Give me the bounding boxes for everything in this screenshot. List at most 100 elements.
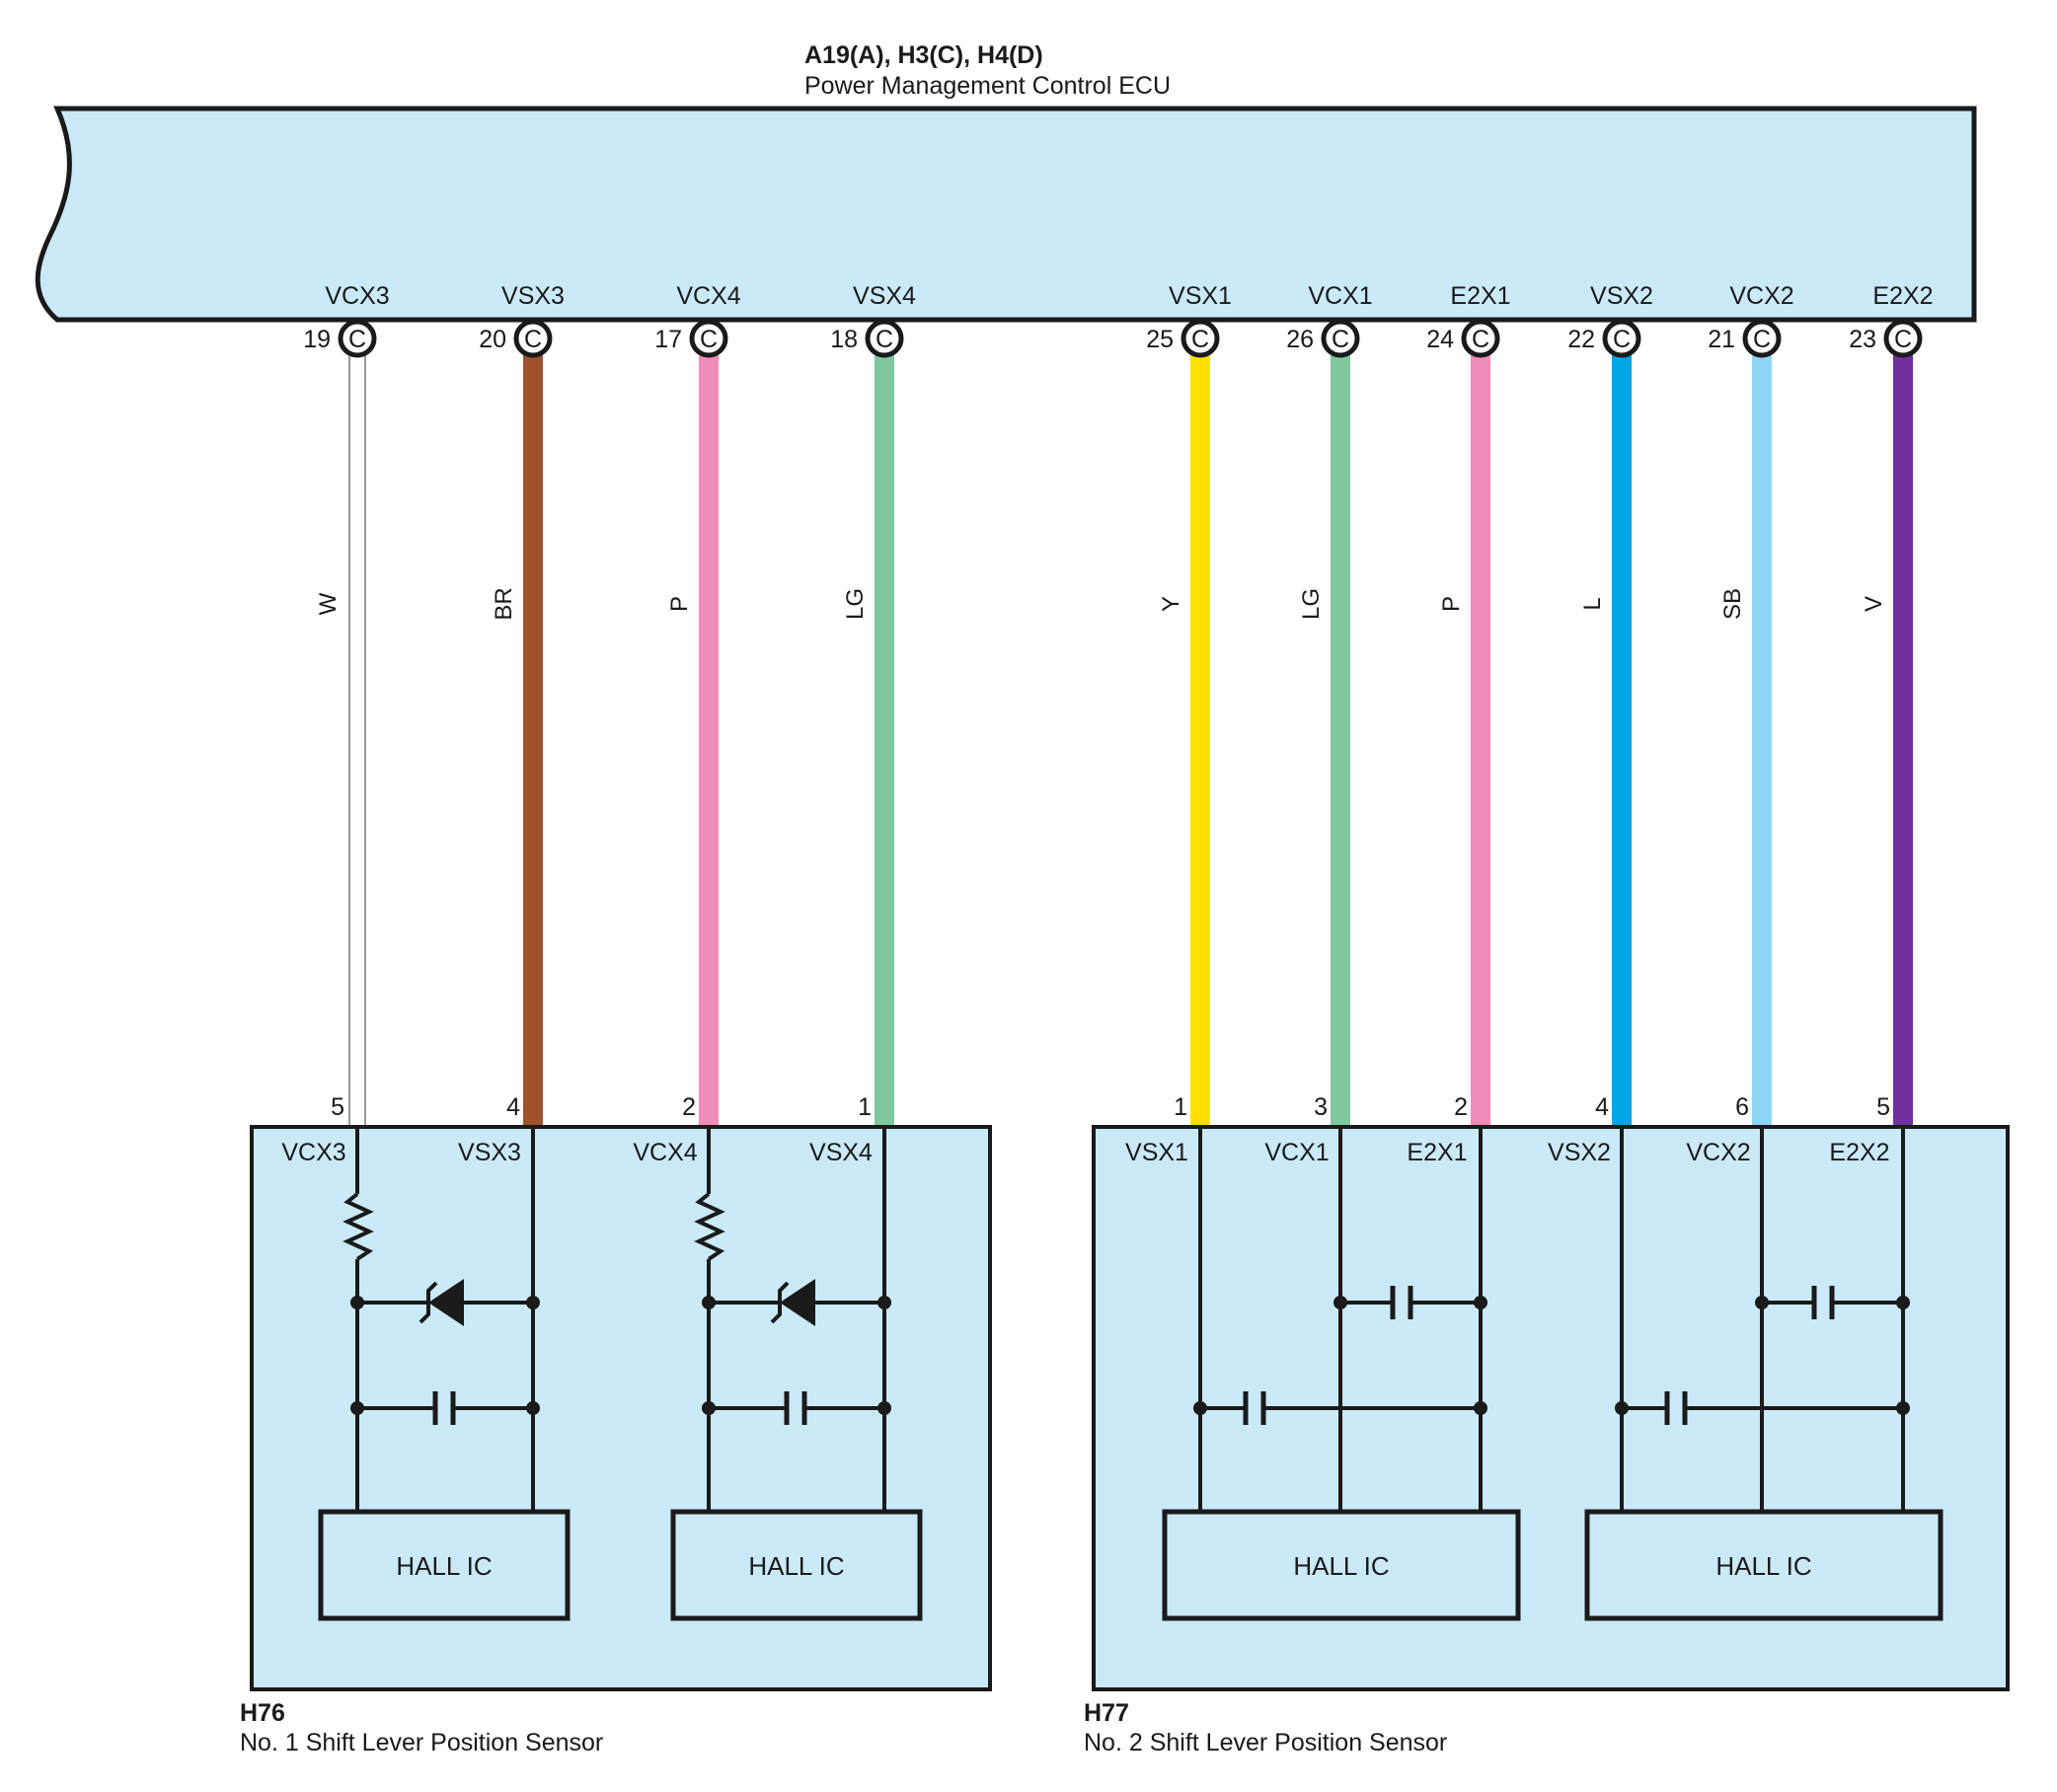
- ecu-pin-number: 17: [654, 326, 682, 353]
- sensor-terminal-label: VSX1: [1125, 1139, 1188, 1166]
- ecu-pin-number: 26: [1286, 326, 1314, 353]
- hall-ic-label: HALL IC: [396, 1551, 492, 1581]
- connector-c-icon: [689, 319, 728, 358]
- wire-vsx1: [1190, 353, 1210, 1127]
- ecu-terminals: VCX3 19 C VSX3 20 C VCX4 17 C VSX4 18 C VSX1 25 C VCX1 2…: [303, 282, 1934, 358]
- sensor-h77-circuit: [1162, 1127, 1943, 1621]
- sensor-terminal-label: VSX2: [1548, 1139, 1611, 1166]
- ecu-terminal-vsx4: VSX4: [853, 282, 916, 310]
- resistor-icon: [694, 1192, 725, 1261]
- wire-color-code: W: [315, 592, 342, 615]
- sensor-pin-number: 1: [858, 1093, 872, 1121]
- connector-c-icon: [865, 319, 904, 358]
- wire-color-code: Y: [1158, 596, 1184, 612]
- ecu-terminal-vcx2: VCX2: [1729, 282, 1793, 310]
- connector-c-icon: [1742, 319, 1782, 358]
- wire-color-code: BR: [491, 587, 517, 620]
- sensor-pin-number: 4: [506, 1093, 520, 1121]
- sensor-pin-number: 2: [682, 1093, 696, 1121]
- connector-letter: C: [1613, 326, 1631, 353]
- sensor-terminal-label: E2X1: [1407, 1139, 1467, 1166]
- zener-diode-icon: [780, 1279, 815, 1326]
- ecu-terminal-vcx4: VCX4: [676, 282, 740, 310]
- wire-vsx3: [523, 353, 543, 1127]
- connector-letter: C: [348, 326, 366, 353]
- sensor-pin-number: 5: [331, 1093, 344, 1121]
- connector-c-icon: [1602, 319, 1641, 358]
- resistor-icon: [343, 1192, 374, 1261]
- wire-vcx4: [699, 353, 719, 1127]
- connector-c-icon: [1321, 319, 1360, 358]
- wire-vsx2: [1612, 353, 1632, 1127]
- connector-c-icon: [1883, 319, 1923, 358]
- wire-vcx2: [1752, 353, 1772, 1127]
- sensor-h77-name: No. 2 Shift Lever Position Sensor: [1084, 1729, 1447, 1756]
- hall-ic-label: HALL IC: [1293, 1551, 1389, 1581]
- hall-ic-label: HALL IC: [748, 1551, 844, 1581]
- sensor-pin-number: 6: [1735, 1093, 1749, 1121]
- connector-c-icon: [1461, 319, 1500, 358]
- sensor-terminal-label: VCX4: [633, 1139, 697, 1166]
- ecu-pin-number: 22: [1567, 326, 1595, 353]
- connector-letter: C: [524, 326, 542, 353]
- connector-c-icon: [338, 319, 377, 358]
- wire-color-code: LG: [1298, 588, 1325, 620]
- wire-vsx4: [875, 353, 894, 1127]
- ecu-terminal-vsx3: VSX3: [501, 282, 565, 310]
- wire-color-code: P: [666, 596, 693, 612]
- connector-c-icon: [1181, 319, 1220, 358]
- wire-e2x1: [1471, 353, 1490, 1127]
- ecu-pin-number: 23: [1849, 326, 1876, 353]
- wire-vcx1: [1331, 353, 1350, 1127]
- ecu-pin-number: 20: [479, 326, 506, 353]
- connector-letter: C: [1472, 326, 1489, 353]
- sensor-pin-number: 4: [1595, 1093, 1609, 1121]
- ecu-body: [35, 106, 1977, 323]
- wire-harness: W BR P LG Y LG P L SB V: [315, 352, 1913, 1128]
- sensor-pin-number: 5: [1876, 1093, 1890, 1121]
- sensor-h76-circuit: [318, 1127, 923, 1621]
- sensor-h76-id: H76: [240, 1699, 285, 1727]
- connector-letter: C: [876, 326, 893, 353]
- sensor-terminal-label: VSX3: [458, 1139, 521, 1166]
- sensor-h76-name: No. 1 Shift Lever Position Sensor: [240, 1729, 603, 1756]
- wire-color-code: V: [1861, 596, 1887, 612]
- ecu-pin-number: 19: [303, 326, 331, 353]
- sensor-terminal-label: E2X2: [1829, 1139, 1889, 1166]
- connector-c-icon: [513, 319, 553, 358]
- ecu-terminal-vcx3: VCX3: [325, 282, 389, 310]
- connector-letter: C: [1191, 326, 1209, 353]
- connector-letter: C: [1753, 326, 1771, 353]
- ecu-terminal-vsx1: VSX1: [1169, 282, 1232, 310]
- connector-letter: C: [1332, 326, 1349, 353]
- sensor-terminal-label: VSX4: [809, 1139, 873, 1166]
- sensor-terminal-label: VCX3: [281, 1139, 345, 1166]
- connector-letter: C: [1894, 326, 1912, 353]
- ecu-pin-number: 24: [1426, 326, 1454, 353]
- sensor-pin-number: 2: [1454, 1093, 1468, 1121]
- hall-ic-label: HALL IC: [1715, 1551, 1811, 1581]
- wire-color-code: P: [1438, 596, 1465, 612]
- sensor-terminal-label: VCX2: [1686, 1139, 1750, 1166]
- sensor-terminal-label: VCX1: [1264, 1139, 1329, 1166]
- ecu-terminal-e2x1: E2X1: [1450, 282, 1510, 310]
- wire-color-code: LG: [842, 588, 869, 620]
- ecu-pin-number: 21: [1708, 326, 1735, 353]
- ecu-terminal-e2x2: E2X2: [1872, 282, 1933, 310]
- ecu-terminal-vcx1: VCX1: [1308, 282, 1372, 310]
- wire-color-code: SB: [1719, 588, 1746, 620]
- zener-diode-icon: [428, 1279, 464, 1326]
- sensor-h77-id: H77: [1084, 1699, 1129, 1727]
- ecu-terminal-vsx2: VSX2: [1590, 282, 1653, 310]
- sensor-pin-number: 1: [1174, 1093, 1187, 1121]
- connector-letter: C: [700, 326, 718, 353]
- ecu-pin-number: 18: [830, 326, 858, 353]
- ecu-name: Power Management Control ECU: [804, 72, 1171, 100]
- wire-color-code: L: [1579, 597, 1606, 610]
- ecu-connector-code: A19(A), H3(C), H4(D): [804, 41, 1043, 69]
- wire-vcx3: [348, 352, 366, 1128]
- wire-e2x2: [1893, 353, 1913, 1127]
- sensor-pin-number: 3: [1314, 1093, 1328, 1121]
- ecu-pin-number: 25: [1146, 326, 1174, 353]
